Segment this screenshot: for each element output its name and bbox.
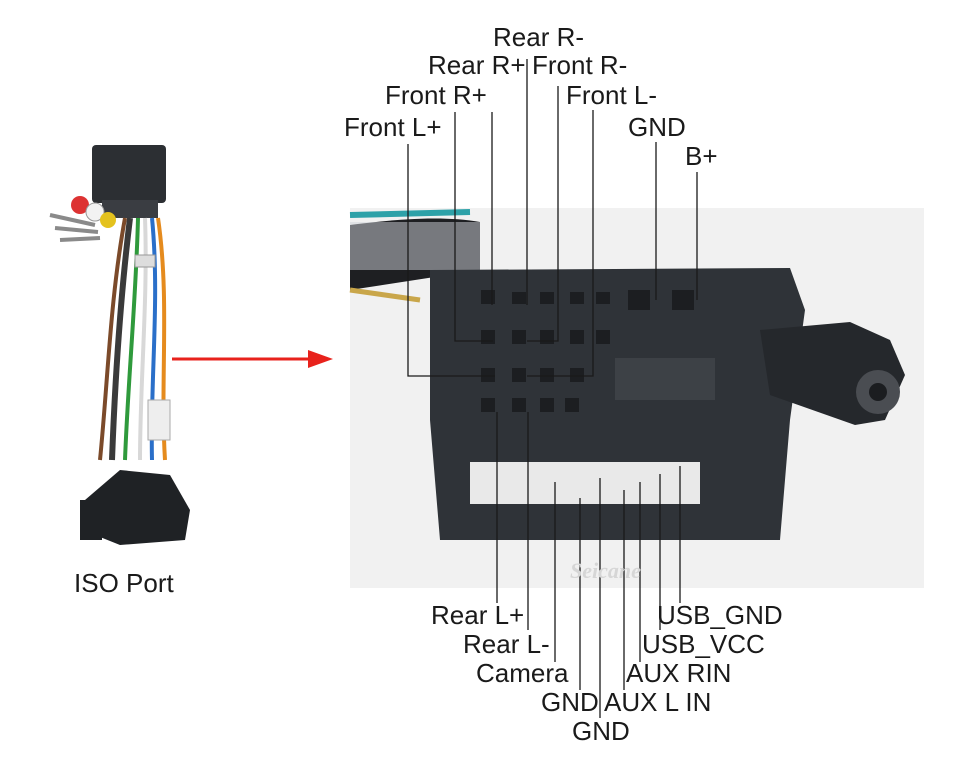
leader-lines xyxy=(407,59,698,718)
label-gnd-1: GND xyxy=(541,687,599,717)
label-rear-r-minus: Rear R- xyxy=(493,22,585,52)
iso-harness-image xyxy=(49,145,190,545)
leader-front-r-plus xyxy=(454,112,493,342)
label-rear-l-minus: Rear L- xyxy=(463,629,550,659)
label-front-l-minus: Front L- xyxy=(566,80,658,110)
label-front-r-minus: Front R- xyxy=(532,50,628,80)
label-rear-r-plus: Rear R+ xyxy=(428,50,526,80)
quadlock-connector-image xyxy=(349,209,905,540)
label-b-plus: B+ xyxy=(685,141,718,171)
label-aux-l-in: AUX L IN xyxy=(604,687,712,717)
label-gnd-2: GND xyxy=(572,716,630,746)
label-rear-l-plus: Rear L+ xyxy=(431,600,525,630)
label-front-r-plus: Front R+ xyxy=(385,80,487,110)
label-aux-rin: AUX RIN xyxy=(626,658,732,688)
label-gnd-top: GND xyxy=(628,112,686,142)
leader-front-l-plus xyxy=(407,144,495,377)
leader-front-l-minus xyxy=(527,110,594,377)
label-camera: Camera xyxy=(476,658,569,688)
label-usb-gnd: USB_GND xyxy=(657,600,783,630)
label-front-l-plus: Front L+ xyxy=(344,112,442,142)
label-usb-vcc: USB_VCC xyxy=(642,629,765,659)
leader-front-r-minus xyxy=(527,86,559,342)
iso-port-caption: ISO Port xyxy=(74,568,174,598)
connector-pins xyxy=(481,290,715,412)
watermark: Seicane xyxy=(570,558,641,583)
direction-arrow xyxy=(172,350,333,368)
